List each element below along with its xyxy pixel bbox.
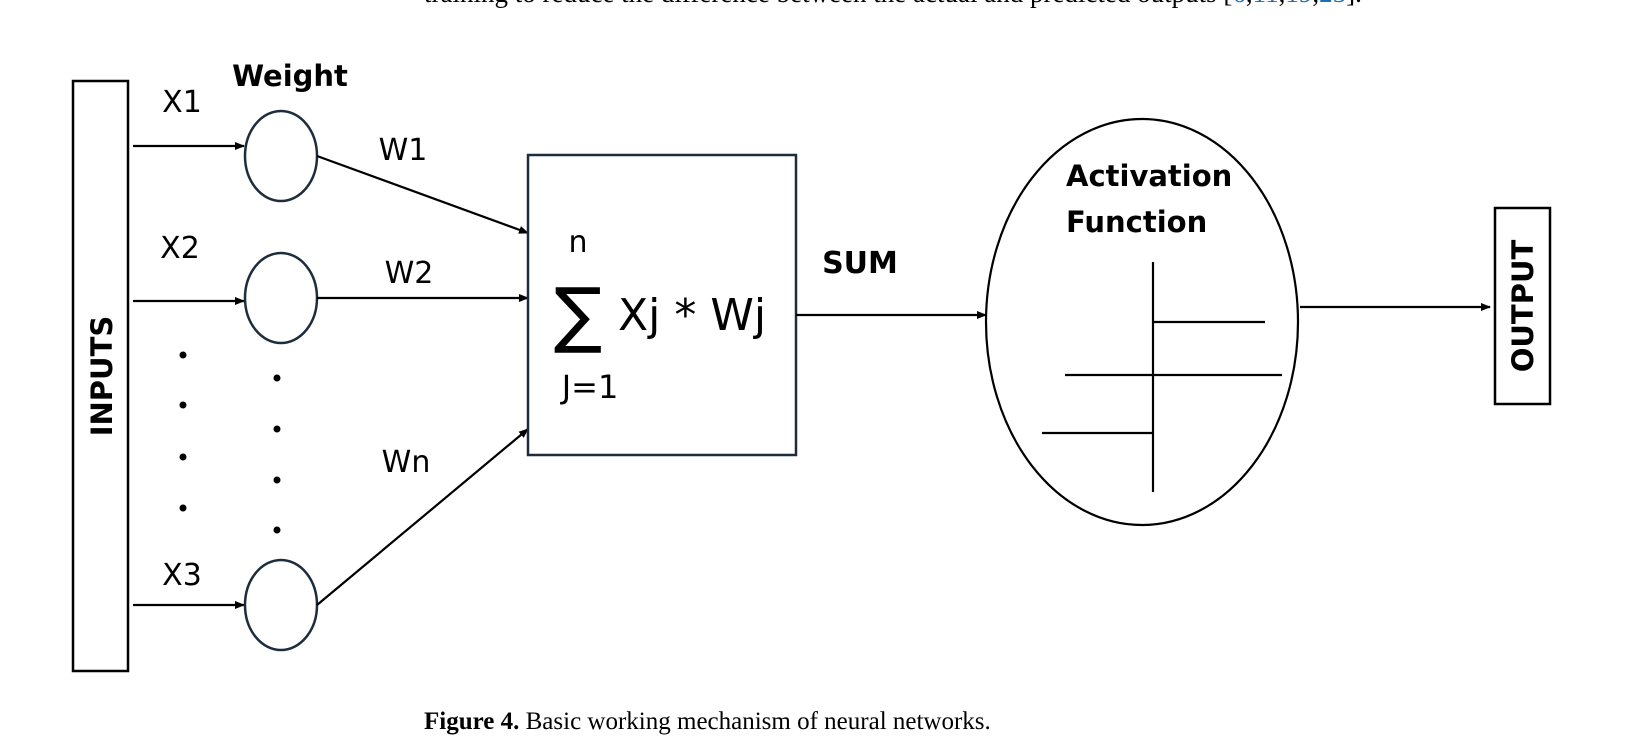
weight-arrow-n: [316, 428, 529, 606]
inputs-box: [71, 79, 130, 673]
input-label-x2: X2: [160, 231, 200, 266]
weight-node-2: [243, 251, 319, 345]
body-text: training to reduce the difference betwee…: [424, 0, 1232, 8]
summation-lower-limit: J=1: [560, 368, 619, 406]
citation-link[interactable]: 25: [1319, 0, 1346, 8]
weight-label-w2: W2: [385, 256, 434, 291]
activation-label-line1: Activation: [1066, 159, 1232, 193]
weight-node-1: [243, 109, 319, 203]
weight-arrow-1: [316, 154, 529, 235]
neural-network-diagram: INPUTS Weight X1 X2 X3 W1 W2 Wn n ∑ Xj *…: [71, 59, 1552, 673]
weight-ellipsis-dots: [273, 374, 281, 534]
citation-link[interactable]: 6: [1232, 0, 1246, 8]
body-text-line: training to reduce the difference betwee…: [424, 0, 1362, 9]
summation-box: [526, 153, 798, 457]
body-text: ].: [1346, 0, 1362, 8]
output-label: OUTPUT: [1506, 240, 1540, 373]
input-label-x3: X3: [162, 558, 202, 593]
sigma-symbol: ∑: [554, 272, 603, 356]
output-box: [1493, 206, 1552, 406]
summation-expression: Xj * Wj: [618, 290, 766, 341]
sum-label: SUM: [822, 246, 898, 281]
weight-label-wn: Wn: [382, 445, 431, 480]
weight-label-w1: W1: [379, 133, 428, 168]
weight-header: Weight: [232, 59, 348, 93]
figure-label: Figure 4.: [424, 708, 520, 735]
citation-link[interactable]: 19: [1285, 0, 1312, 8]
inputs-label: INPUTS: [85, 316, 119, 437]
input-ellipsis-dots: [179, 351, 187, 512]
summation-upper-limit: n: [568, 225, 587, 260]
citation-link[interactable]: 11: [1253, 0, 1279, 8]
activation-label-line2: Function: [1066, 205, 1207, 239]
input-label-x1: X1: [162, 85, 202, 120]
weight-node-n: [243, 558, 319, 652]
step-function-graph: [1042, 262, 1282, 492]
caption-text: Basic working mechanism of neural networ…: [519, 708, 991, 735]
figure-caption: Figure 4. Basic working mechanism of neu…: [424, 708, 991, 736]
activation-function-node: [984, 117, 1300, 527]
